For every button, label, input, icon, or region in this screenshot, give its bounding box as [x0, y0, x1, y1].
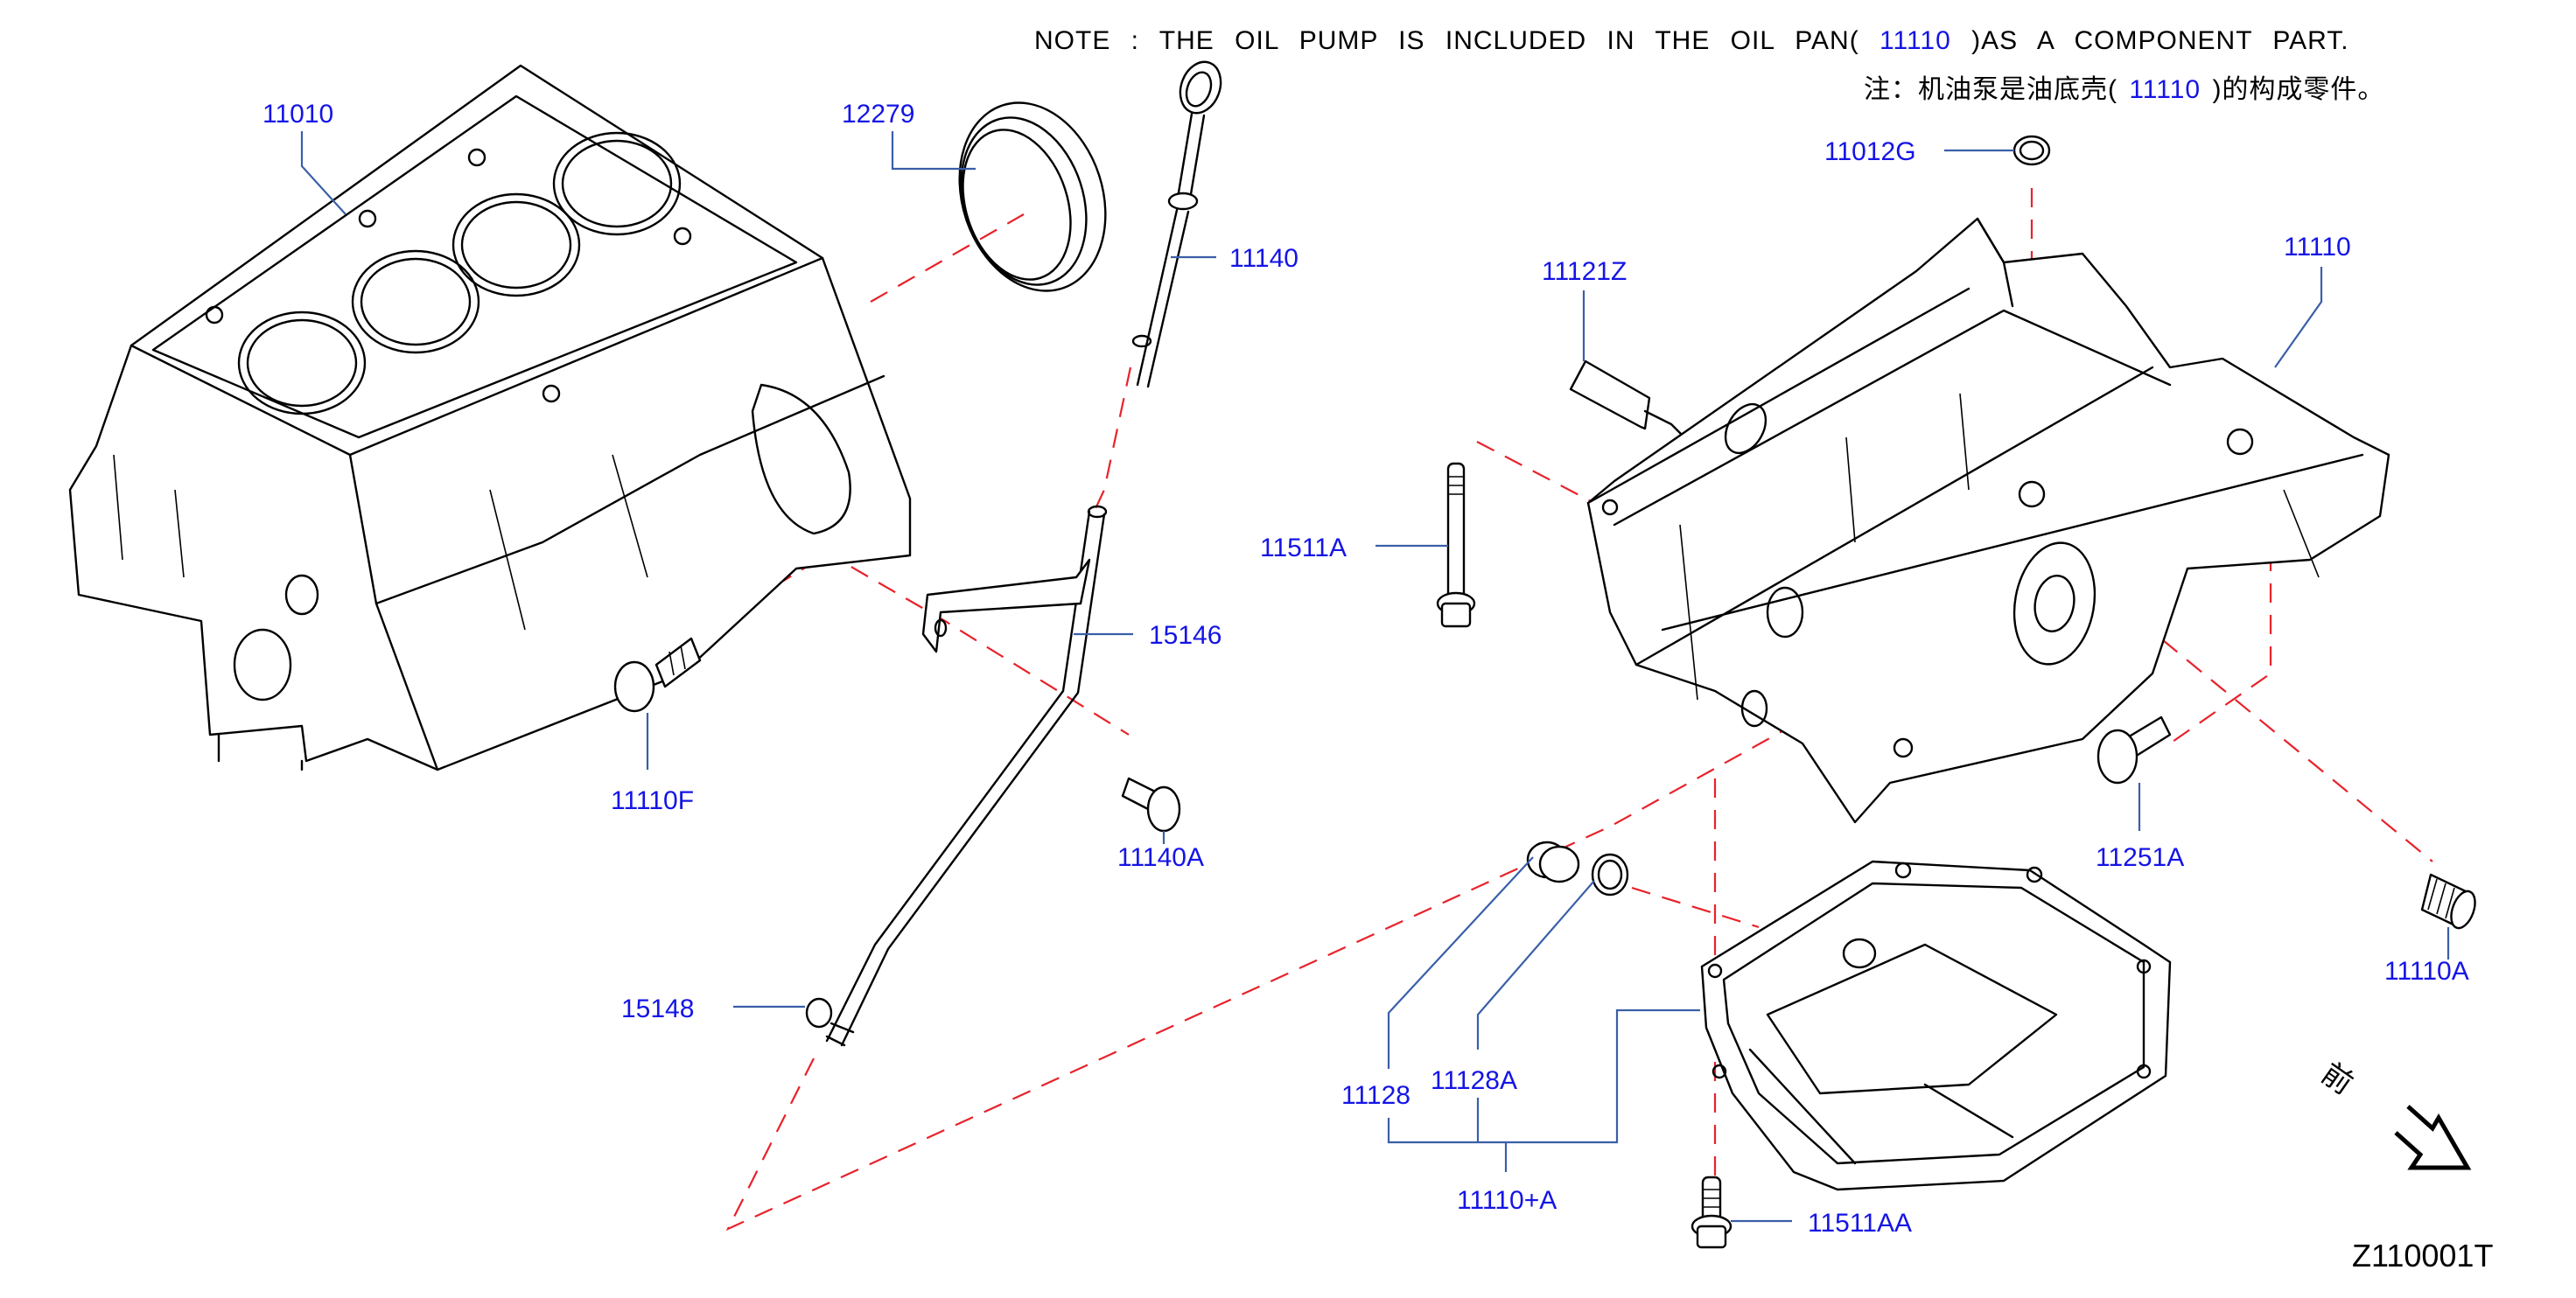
callout-11110[interactable]: 11110: [2284, 233, 2351, 262]
leader-11110: [2274, 267, 2323, 368]
drain-washer-11128a-drawing[interactable]: [1591, 853, 1629, 897]
gauge-guide-drawing[interactable]: [825, 505, 1108, 1047]
note-english-prefix: NOTE : THE OIL PUMP IS INCLUDED IN THE O…: [1034, 26, 1859, 55]
liquid-gasket-tube-drawing[interactable]: [1569, 359, 1690, 443]
note-chinese: 注：机油泵是油底壳( 11110 )的构成零件。: [1864, 75, 2384, 104]
oil-level-gauge-drawing[interactable]: [1131, 56, 1228, 388]
note-english-part-link[interactable]: 11110: [1880, 26, 1951, 55]
cylinder-block-drawing[interactable]: [68, 64, 912, 771]
bolt-11110f-drawing[interactable]: [613, 637, 702, 713]
callout-15148[interactable]: 15148: [621, 994, 694, 1023]
note-chinese-part-link[interactable]: 11110: [2129, 75, 2201, 104]
callout-11251a[interactable]: 11251A: [2096, 843, 2184, 872]
rear-oil-seal-drawing[interactable]: [936, 84, 1129, 311]
callout-11511aa[interactable]: 11511AA: [1808, 1209, 1912, 1238]
callout-11128[interactable]: 11128: [1341, 1081, 1410, 1110]
diagram-code: Z110001T: [2352, 1238, 2493, 1274]
callout-11012g[interactable]: 11012G: [1824, 137, 1916, 166]
front-label: 前: [2314, 1057, 2359, 1102]
callout-11110f[interactable]: 11110F: [611, 786, 694, 815]
callout-11128a[interactable]: 11128A: [1431, 1066, 1517, 1095]
callout-11110-a[interactable]: 11110+A: [1457, 1186, 1557, 1215]
leader-11128a: [1476, 880, 1595, 1142]
leader-11010: [300, 131, 346, 215]
callout-11140a[interactable]: 11140A: [1117, 843, 1204, 872]
leader-11110-a: [1474, 1008, 1700, 1172]
note-english-suffix: )AS A COMPONENT PART.: [1971, 26, 2348, 55]
note-english: NOTE : THE OIL PUMP IS INCLUDED IN THE O…: [1034, 26, 2349, 55]
bolt-11251a-drawing[interactable]: [2096, 715, 2172, 785]
upper-oil-pan-drawing[interactable]: [1586, 217, 2390, 824]
callout-15146[interactable]: 15146: [1149, 621, 1222, 650]
callout-11121z[interactable]: 11121Z: [1542, 257, 1627, 286]
callout-11140[interactable]: 11140: [1229, 244, 1298, 273]
note-chinese-prefix: 注：机油泵是油底壳(: [1864, 75, 2118, 104]
leader-11128: [1387, 856, 1534, 1144]
callout-12279[interactable]: 12279: [842, 100, 914, 129]
bolt-11140a-drawing[interactable]: [1121, 777, 1181, 833]
stud-11110a-drawing[interactable]: [2420, 873, 2480, 932]
lower-oil-pan-drawing[interactable]: [1700, 860, 2172, 1191]
seal-ring-11012g-drawing[interactable]: [2012, 135, 2051, 166]
drain-plug-11128-drawing[interactable]: [1526, 841, 1580, 883]
callout-11110a[interactable]: 11110A: [2384, 957, 2469, 986]
o-ring-15148-drawing[interactable]: [805, 997, 833, 1029]
callout-11010[interactable]: 11010: [262, 100, 333, 129]
note-chinese-suffix: )的构成零件。: [2212, 75, 2384, 104]
leader-12279: [891, 131, 976, 171]
bolt-11511a-drawing[interactable]: [1436, 462, 1476, 628]
bolt-11511aa-drawing[interactable]: [1690, 1176, 1732, 1249]
front-direction-arrow-icon: [2394, 1105, 2472, 1170]
callout-11511a[interactable]: 11511A: [1260, 534, 1347, 562]
